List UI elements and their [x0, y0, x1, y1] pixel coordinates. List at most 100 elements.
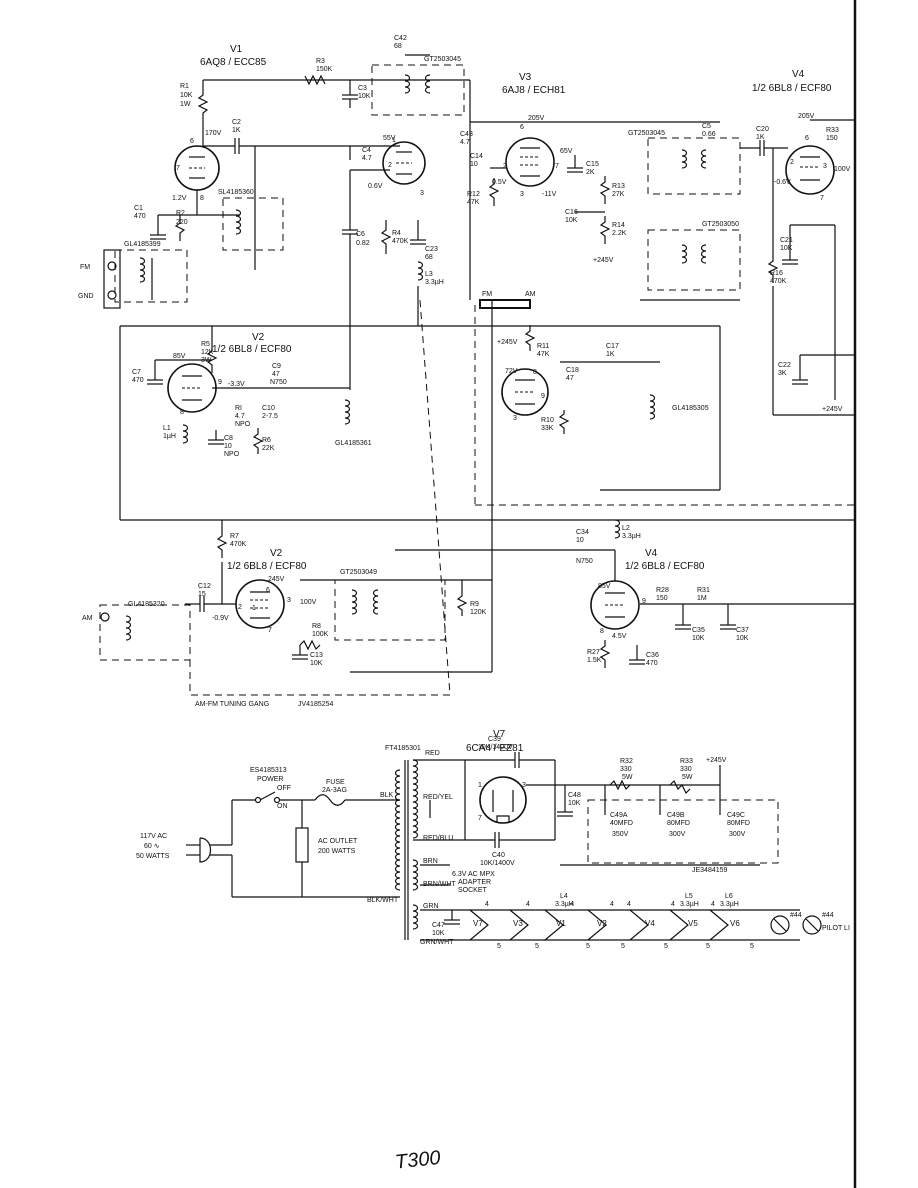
if-transformers-right: GT2503045 C5 0.66 GT2503050 C20 1K: [628, 123, 769, 301]
v2-mid-section: V2 1/2 6BL8 / ECF80 9 8 85V -3.3V R5 12K…: [119, 325, 855, 521]
svg-text:4: 4: [570, 901, 574, 908]
fuse-label: FUSE: [326, 779, 345, 786]
svg-text:R8: R8: [312, 623, 321, 630]
fm-am-switch[interactable]: [479, 299, 531, 309]
svg-text:C7: C7: [132, 369, 141, 376]
ac-plug: [199, 837, 212, 863]
svg-text:7: 7: [268, 627, 272, 634]
svg-text:2-7.5: 2-7.5: [262, 413, 278, 420]
svg-text:6: 6: [805, 135, 809, 142]
svg-text:47K: 47K: [467, 199, 480, 206]
fuse: [314, 794, 346, 806]
v3-tube-envelope: [505, 137, 555, 187]
svg-text:100V: 100V: [300, 599, 317, 606]
r3-resistor: [304, 74, 326, 86]
svg-text:R6: R6: [262, 437, 271, 444]
svg-text:V3: V3: [513, 919, 523, 928]
r6-resistor: [252, 428, 264, 454]
svg-text:C15: C15: [586, 161, 599, 168]
svg-text:R16: R16: [770, 270, 783, 277]
v4-low-section: V4 1/2 6BL8 / ECF80 C34 10 N750 L2 3.3µH…: [395, 519, 855, 668]
v4-low-type: 1/2 6BL8 / ECF80: [625, 561, 705, 572]
svg-text:C49A: C49A: [610, 812, 628, 819]
svg-text:FM: FM: [482, 291, 492, 298]
heater-string: C47 10K L4 3.3µH L5 3.3µH L6 3.3µH V7 V3…: [420, 893, 850, 950]
svg-text:BLK/WHT: BLK/WHT: [367, 897, 399, 904]
svg-text:4.7: 4.7: [235, 413, 245, 420]
svg-text:1K: 1K: [756, 134, 765, 141]
svg-text:SOCKET: SOCKET: [458, 887, 488, 894]
power-switch[interactable]: [232, 791, 281, 804]
svg-text:3.3µH: 3.3µH: [425, 279, 444, 286]
v4-top-label: V4: [792, 69, 805, 80]
svg-text:10K: 10K: [568, 800, 581, 807]
svg-text:1: 1: [478, 782, 482, 789]
if-transformer-top: GT2503045 C42 68: [371, 35, 471, 300]
svg-text:10K: 10K: [780, 245, 793, 252]
am-antenna-terminal[interactable]: [100, 612, 110, 622]
svg-text:40MFD: 40MFD: [610, 820, 633, 827]
svg-text:3: 3: [522, 782, 526, 789]
r5-resistor: [206, 345, 218, 373]
r7-resistor: [216, 530, 228, 558]
svg-text:C49C: C49C: [727, 812, 745, 819]
r4-resistor: [380, 220, 392, 254]
svg-text:1µH: 1µH: [163, 433, 176, 440]
power-supply-section: V7 6CA4 / EZ81 FT4185301 RED RED/YEL RED…: [136, 729, 779, 946]
svg-text:R2: R2: [176, 210, 185, 217]
svg-text:C16: C16: [565, 209, 578, 216]
svg-text:4: 4: [526, 901, 530, 908]
svg-text:L3: L3: [425, 271, 433, 278]
svg-text:4.5V: 4.5V: [612, 633, 627, 640]
svg-text:C13: C13: [310, 652, 323, 659]
svg-text:V4: V4: [645, 919, 655, 928]
r11-resistor: [524, 325, 536, 351]
svg-text:C34: C34: [576, 529, 589, 536]
svg-text:10K: 10K: [432, 930, 445, 937]
svg-text:+245V: +245V: [822, 406, 843, 413]
svg-text:OFF: OFF: [277, 785, 291, 792]
ac-outlet: [295, 827, 309, 863]
svg-text:C48: C48: [568, 792, 581, 799]
fm-terminal[interactable]: [107, 261, 117, 271]
r9-resistor: [456, 590, 468, 616]
svg-text:47: 47: [272, 371, 280, 378]
svg-text:#44: #44: [822, 912, 834, 919]
r8-resistor: [299, 639, 321, 651]
svg-text:L5: L5: [685, 893, 693, 900]
svg-text:10K: 10K: [736, 635, 749, 642]
svg-text:1K: 1K: [232, 127, 241, 134]
v1-section: V1 6AQ8 / ECC85 6 7 8 R1 10K 1W 170V R3 …: [78, 44, 470, 309]
v2-mid-label: V2: [252, 332, 265, 343]
svg-text:47K: 47K: [537, 351, 550, 358]
sl4185360-coil-box: [222, 197, 284, 251]
svg-text:GL4185361: GL4185361: [335, 440, 372, 447]
v2-low-section: V2 1/2 6BL8 / ECF80 R7 470K 6 2 3 7 1 24…: [82, 299, 493, 708]
svg-text:C4: C4: [362, 147, 371, 154]
svg-text:C23: C23: [425, 246, 438, 253]
v3-label: V3: [519, 72, 532, 83]
svg-text:5: 5: [664, 943, 668, 950]
je3484159-filter-can: [587, 799, 779, 864]
svg-text:2K: 2K: [586, 169, 595, 176]
svg-text:1.2V: 1.2V: [172, 195, 187, 202]
svg-text:15: 15: [198, 591, 206, 598]
svg-text:RED: RED: [425, 750, 440, 757]
svg-text:2: 2: [503, 163, 507, 170]
svg-text:C21: C21: [780, 237, 793, 244]
v7-type: 6CA4 / EZ81: [466, 743, 524, 754]
svg-text:5: 5: [497, 943, 501, 950]
gnd-terminal[interactable]: [107, 290, 117, 300]
svg-text:R33: R33: [680, 758, 693, 765]
svg-text:4: 4: [671, 901, 675, 908]
svg-text:3.3µH: 3.3µH: [622, 533, 641, 540]
v2-low-tube-envelope: [235, 579, 285, 629]
svg-text:R10: R10: [541, 417, 554, 424]
svg-text:BLK: BLK: [380, 792, 394, 799]
r27-resistor: [599, 640, 611, 668]
svg-text:6: 6: [266, 587, 270, 594]
svg-text:V2: V2: [597, 919, 607, 928]
svg-text:L4: L4: [560, 893, 568, 900]
handwritten-model-note: T300: [394, 1147, 442, 1174]
